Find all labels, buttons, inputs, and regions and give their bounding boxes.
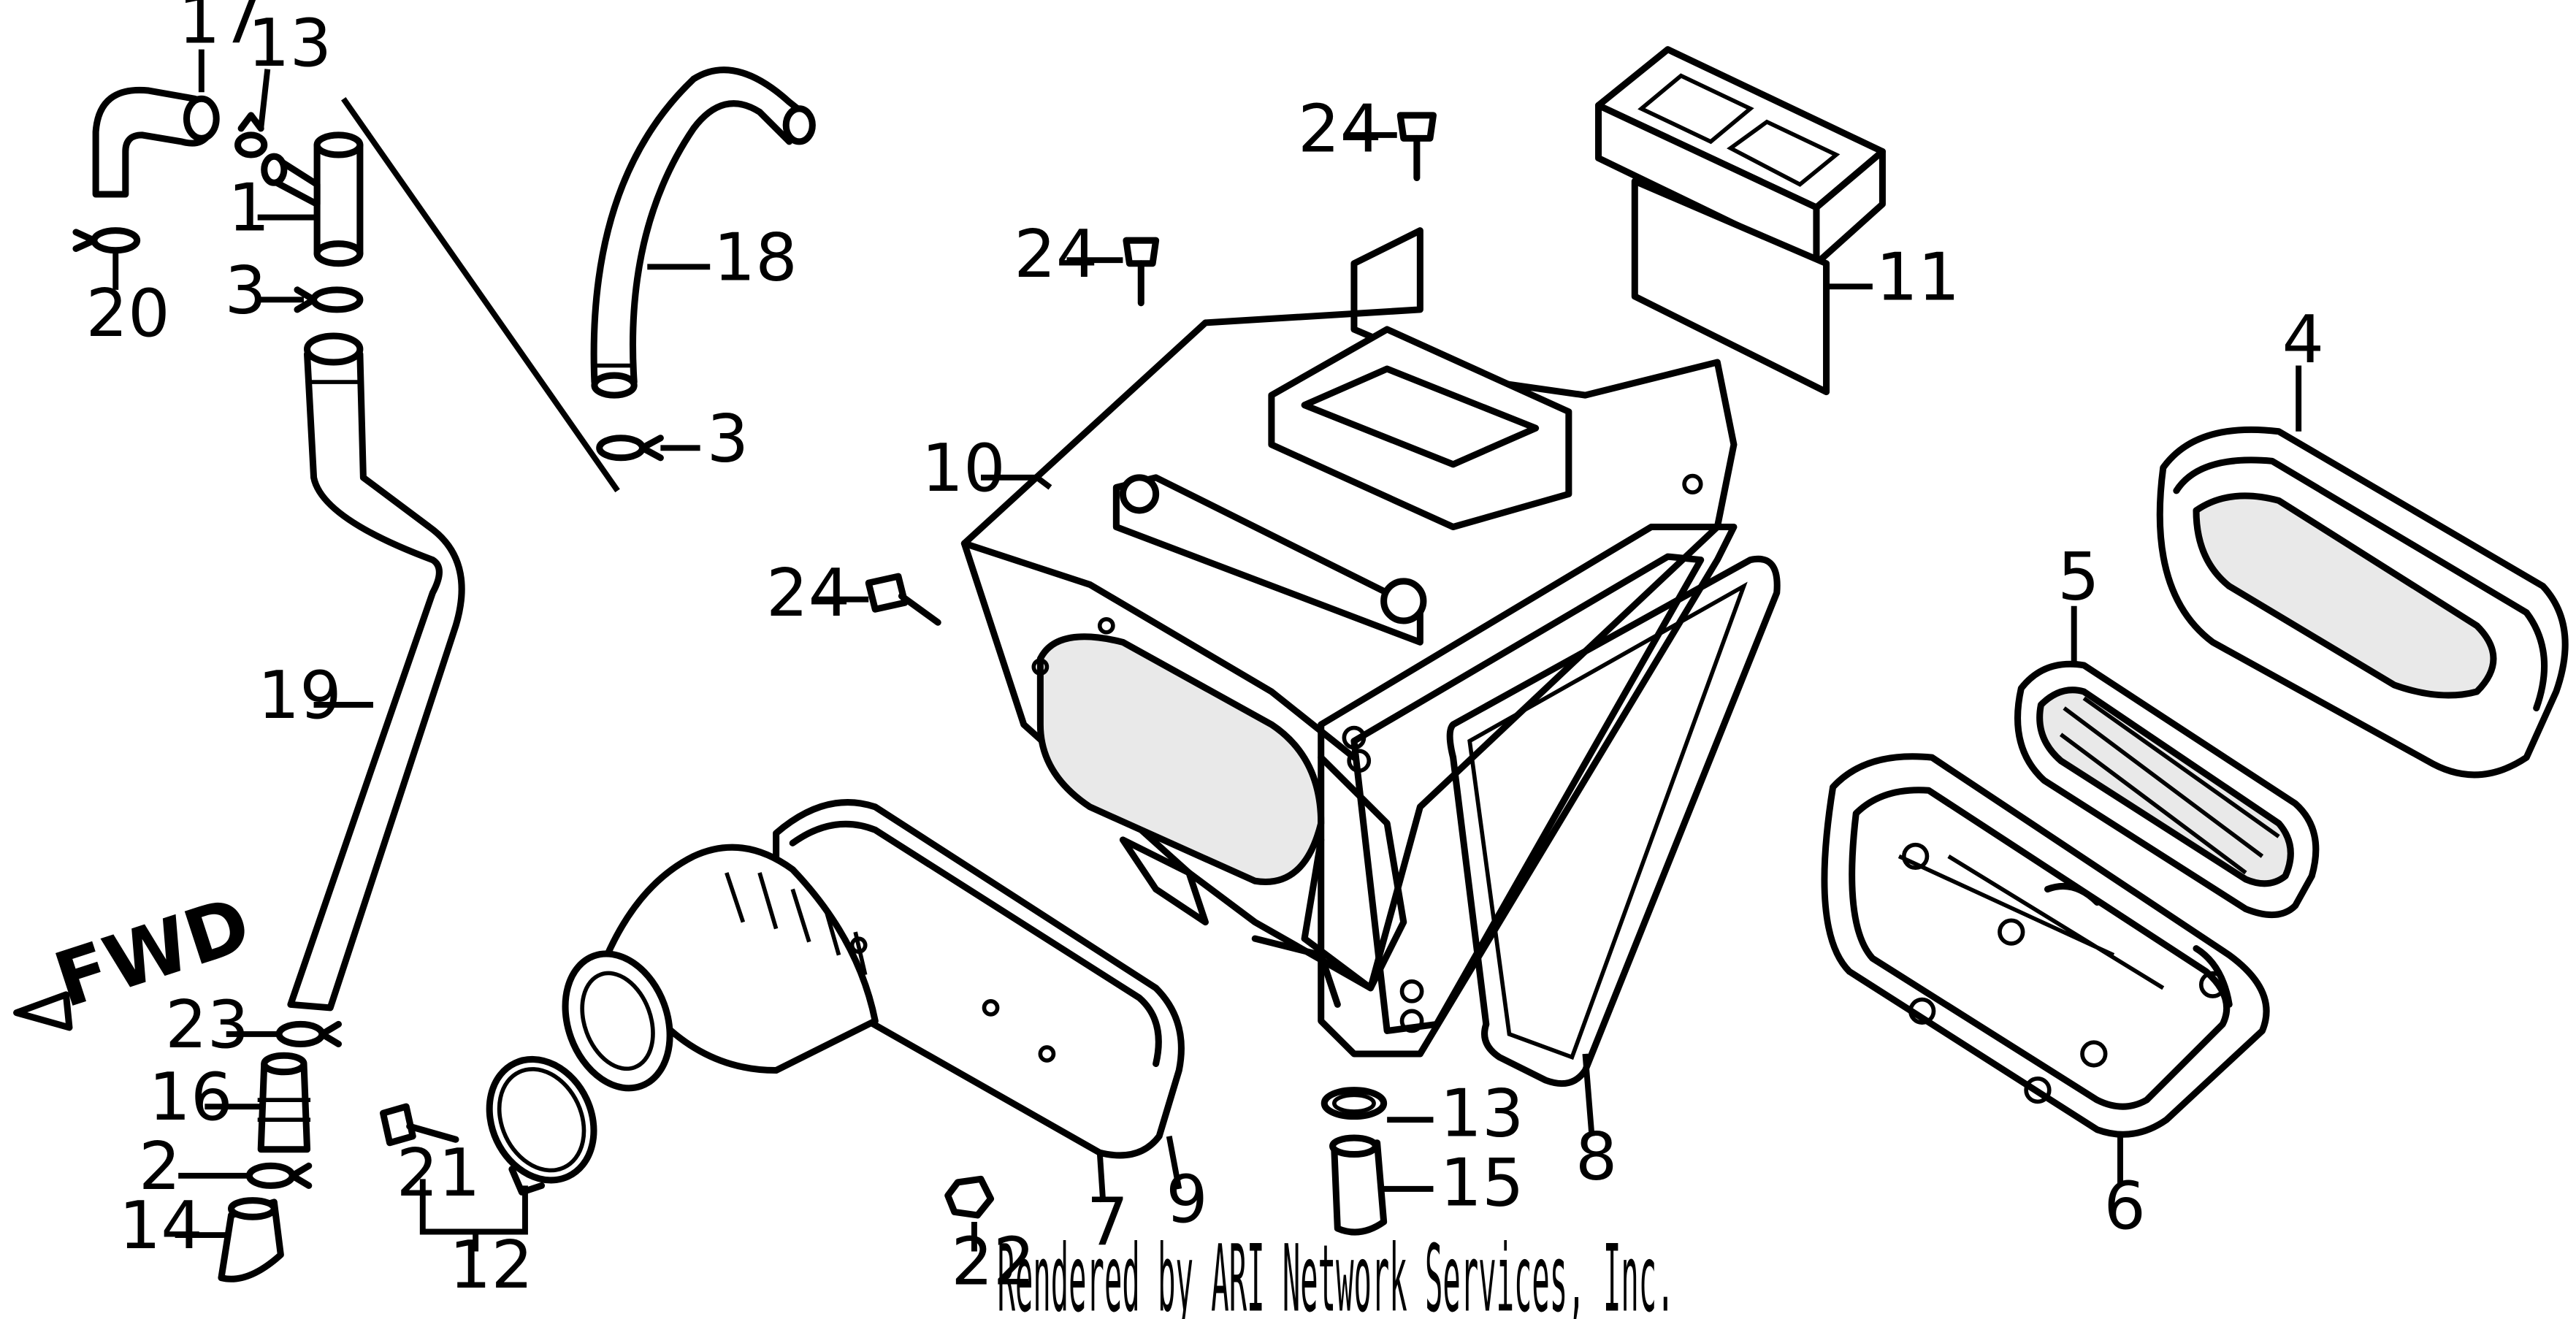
callout-9: 9: [1166, 1161, 1208, 1238]
callout-10: 10: [922, 430, 1006, 507]
callout-11: 11: [1876, 239, 1960, 316]
tube-16: [257, 1052, 311, 1153]
bolt-24-top: [1396, 112, 1437, 182]
callout-20: 20: [86, 275, 170, 352]
air-cleaner-case-10: [960, 227, 1738, 1058]
joint-1: [261, 131, 364, 267]
callout-13-top: 13: [248, 5, 332, 82]
intake-duct-7: [562, 799, 1185, 1159]
callout-4: 4: [2282, 302, 2325, 378]
callout-16: 16: [148, 1059, 232, 1136]
clip-23: [275, 1020, 343, 1047]
tube-17: [92, 86, 220, 198]
tube-19: [287, 332, 465, 1012]
holder-5: [2014, 660, 2320, 919]
leader-lines: [112, 49, 2302, 1252]
clip-2: [245, 1162, 313, 1189]
credit-line: Rendered by ARI Network Services, Inc.: [998, 1226, 1675, 1319]
callout-12: 12: [449, 1227, 533, 1304]
tube-18: [590, 66, 816, 399]
callout-2: 2: [139, 1128, 181, 1205]
cover-6: [1821, 753, 2270, 1138]
callout-24-low: 24: [766, 555, 850, 632]
tube-15: [1329, 1134, 1388, 1236]
bolt-24-low: [865, 573, 941, 626]
callout-5: 5: [2057, 539, 2100, 616]
bolt-24-mid: [1123, 237, 1160, 307]
callout-21: 21: [397, 1135, 481, 1212]
callout-3-right: 3: [707, 400, 749, 477]
callout-labels: 17 13 1 3 20 18 3 19 23 16 2 14 21 12 22…: [86, 0, 2325, 1304]
gasket-8: [1446, 555, 1781, 1087]
clip-3-left: [294, 286, 364, 313]
callout-13-bottom: 13: [1440, 1076, 1524, 1152]
clip-13-top: [234, 112, 268, 158]
clip-3-right: [596, 435, 664, 462]
plug-14: [218, 1197, 284, 1282]
callout-17: 17: [178, 0, 262, 59]
band-12: [486, 1055, 597, 1196]
callout-18: 18: [714, 219, 798, 296]
cover-11: [1595, 46, 1886, 396]
callout-23: 23: [165, 987, 249, 1063]
clip-13-bottom: [1321, 1087, 1388, 1120]
callout-19: 19: [258, 657, 342, 734]
callout-15: 15: [1440, 1145, 1524, 1222]
element-4: [2156, 426, 2569, 779]
callout-7: 7: [1087, 1185, 1129, 1261]
callout-14: 14: [119, 1188, 203, 1264]
callout-8: 8: [1575, 1118, 1618, 1195]
screw-21: [380, 1103, 459, 1147]
callout-3-left: 3: [224, 253, 267, 329]
callout-24-top: 24: [1298, 91, 1382, 168]
nut-22: [944, 1175, 995, 1219]
clip-20: [72, 227, 141, 254]
callout-22: 22: [951, 1224, 1035, 1301]
callout-24-mid: 24: [1014, 216, 1098, 293]
callout-6: 6: [2103, 1168, 2146, 1245]
callout-1: 1: [228, 170, 270, 247]
